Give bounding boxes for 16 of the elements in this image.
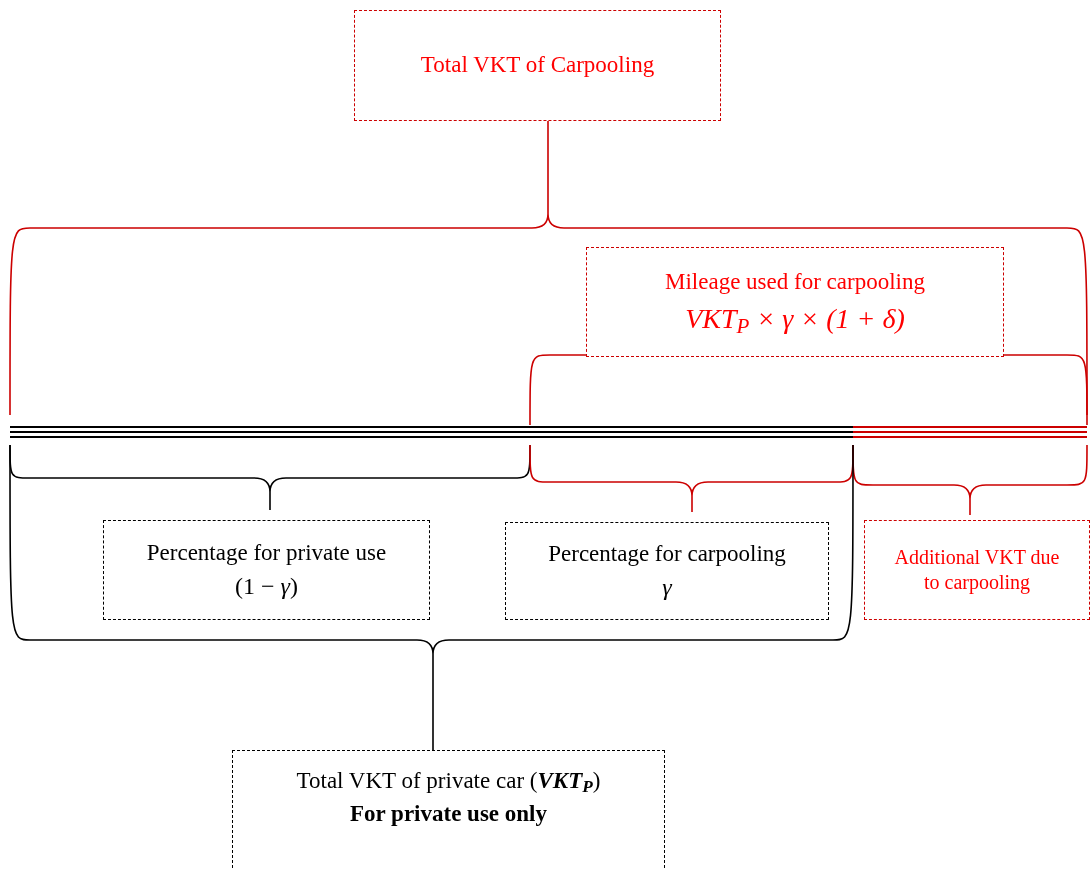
box-text: Mileage used for carpooling: [664, 268, 926, 297]
box-text: For private use only: [349, 799, 548, 828]
box-text: γ: [661, 573, 674, 603]
dashed-text-box: [232, 750, 665, 868]
box-text: Percentage for private use: [145, 538, 388, 567]
box-text: Total VKT of private car (VKT$_{P}$): [295, 767, 602, 796]
box-text: Total VKT of Carpooling: [419, 51, 656, 80]
dashed-text-box: [354, 10, 721, 121]
dashed-text-box: [103, 520, 430, 620]
box-text: Additional VKT due to carpooling: [893, 545, 1061, 595]
box-text: (1 − γ): [234, 572, 299, 602]
dashed-text-box: [505, 522, 829, 620]
dashed-text-box: [864, 520, 1090, 620]
dashed-text-box: [586, 247, 1004, 357]
box-text: VKT$_{P}$ × γ × (1 + δ): [684, 301, 906, 336]
box-text: Percentage for carpooling: [547, 539, 787, 568]
